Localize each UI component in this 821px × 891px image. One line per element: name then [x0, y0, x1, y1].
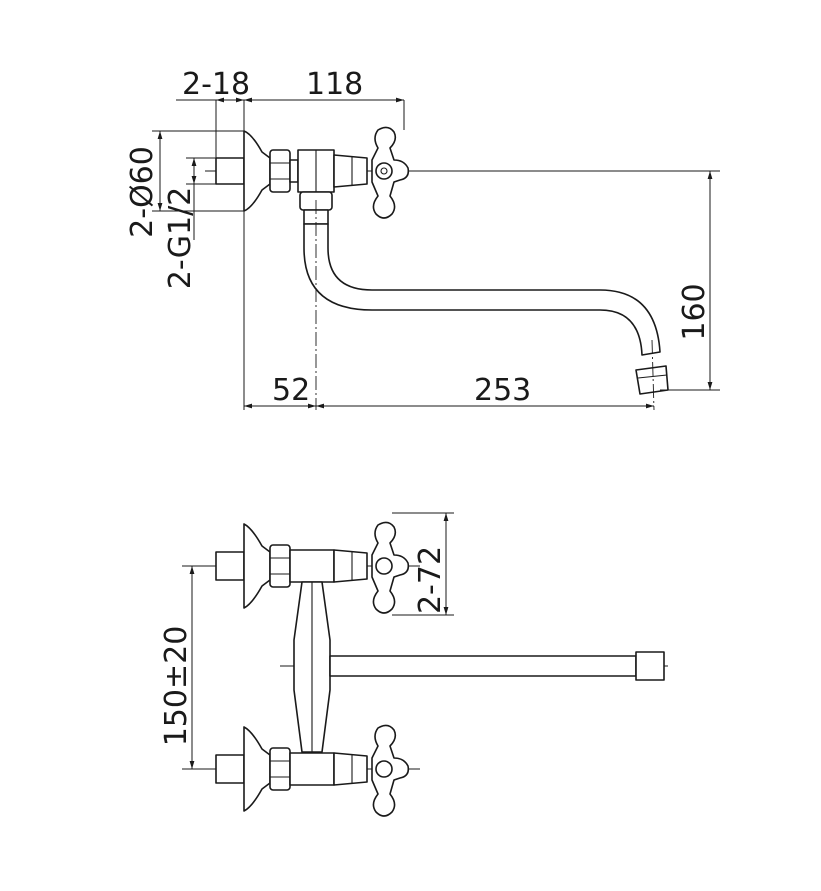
- dim-spout-height: 160: [677, 283, 712, 340]
- dim-nut-width: 2-18: [182, 67, 250, 102]
- side-inlet-pipe: [215, 157, 245, 185]
- dim-handle-size: 2-72: [413, 546, 448, 614]
- top-upper-flange: [243, 523, 271, 609]
- side-spout-pipe: [303, 223, 661, 356]
- side-view: 2-18 118 2-Ø60 2-G1/2 160 52 253: [125, 67, 720, 411]
- top-lower-inlet-pipe: [215, 754, 245, 784]
- top-view: 2-72 150±20: [159, 512, 670, 817]
- top-upper-hex-nut: [269, 544, 291, 588]
- top-lower-flange: [243, 726, 271, 812]
- side-wall-flange: [243, 130, 271, 212]
- side-valve-cone: [333, 154, 368, 188]
- dim-thread: 2-G1/2: [163, 187, 198, 290]
- top-upper-body: [289, 549, 335, 583]
- top-lower-valve-cone: [333, 752, 368, 786]
- top-upper-inlet-pipe: [215, 551, 245, 581]
- top-lower-hex-nut: [269, 747, 291, 791]
- side-connector: [289, 159, 299, 183]
- dim-body-offset: 52: [272, 373, 310, 408]
- top-upper-valve-cone: [333, 549, 368, 583]
- side-hex-nut: [269, 149, 291, 193]
- side-handle-hub: [375, 162, 393, 180]
- top-spout-pipe: [329, 655, 637, 677]
- dim-spout-reach: 253: [474, 373, 531, 408]
- dim-pipe-diameter: 2-Ø60: [125, 146, 160, 238]
- top-lower-body: [289, 752, 335, 786]
- top-spout-aerator: [635, 651, 665, 681]
- dim-center-distance: 150±20: [159, 626, 194, 747]
- dim-outlet-offset: 118: [306, 67, 363, 102]
